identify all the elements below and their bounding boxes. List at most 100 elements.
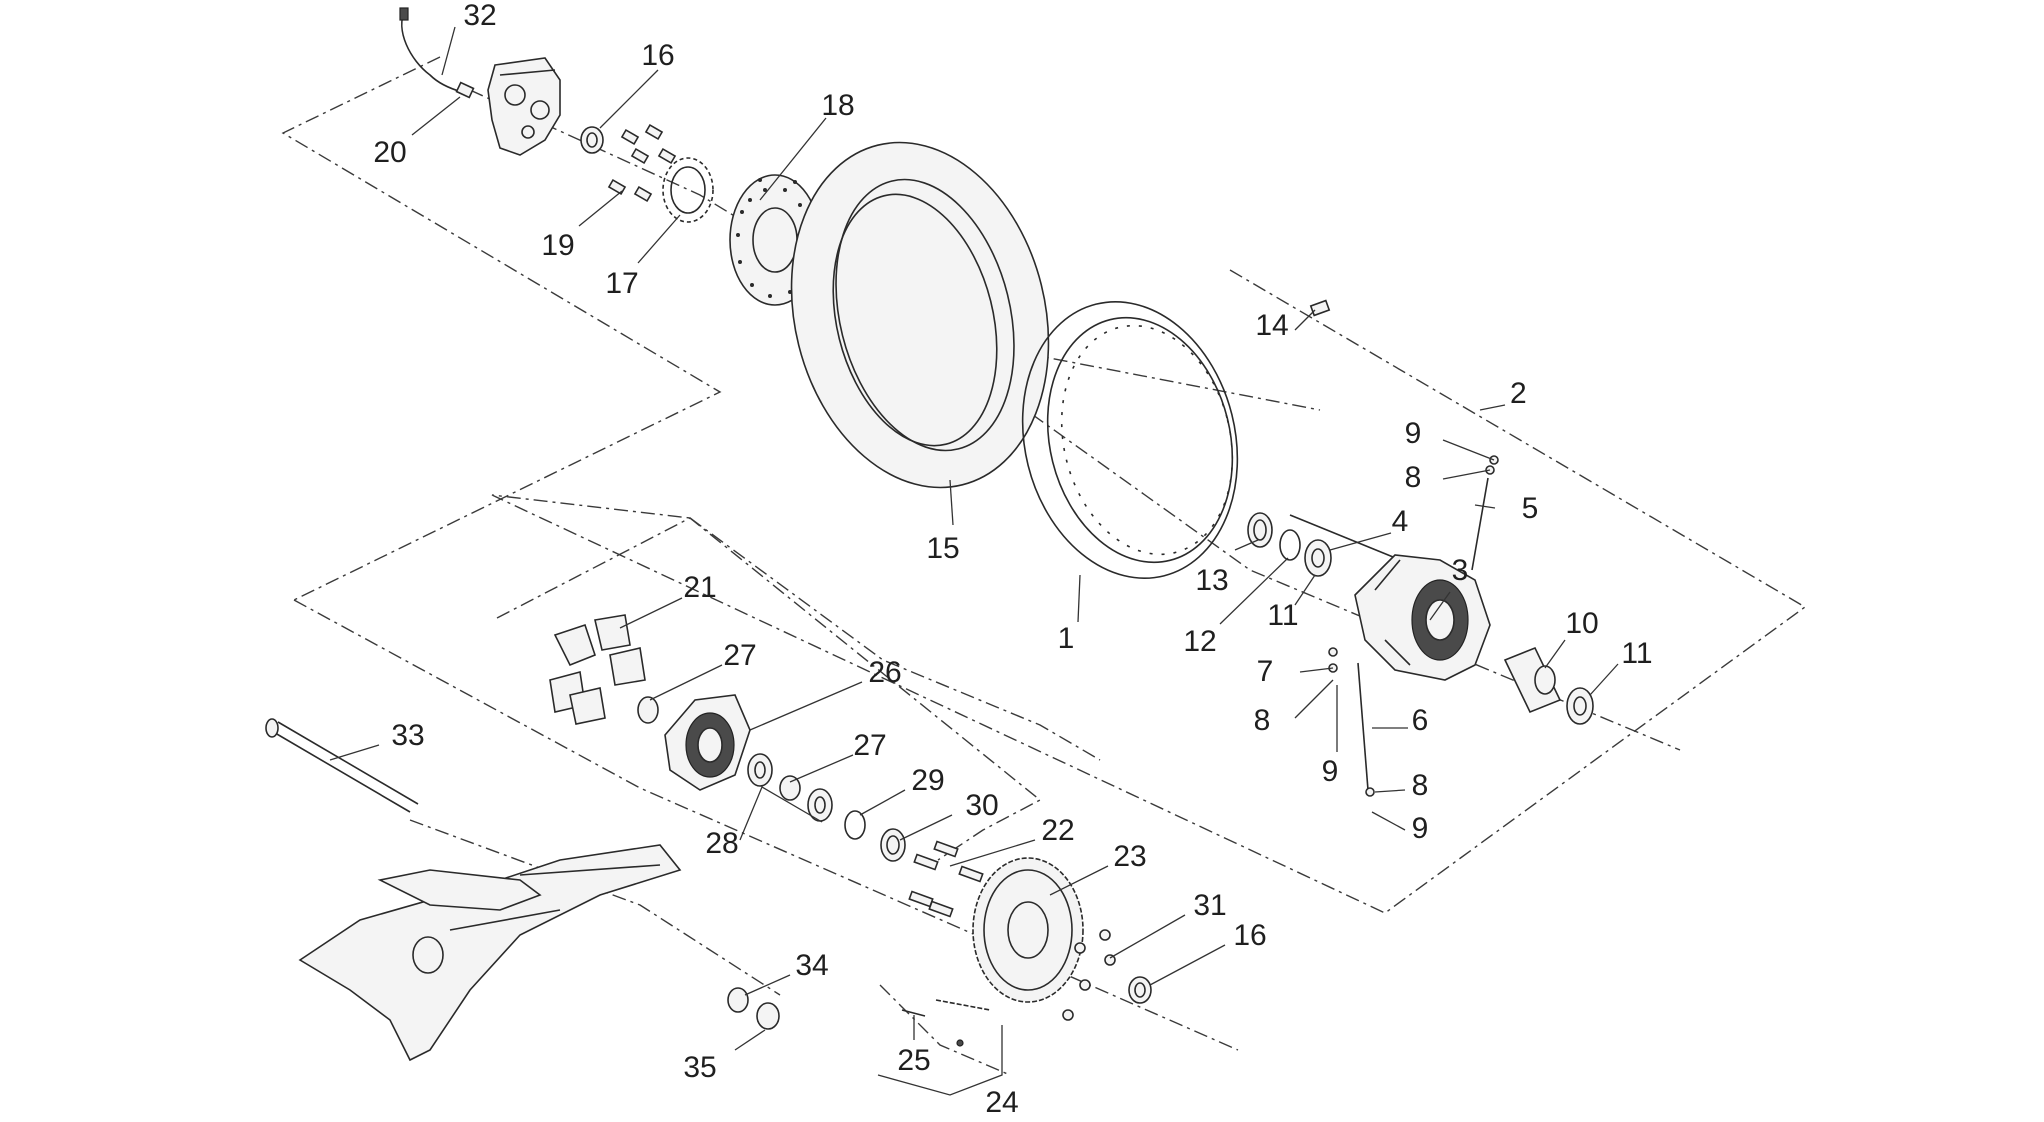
callout-16-lower: 16: [1233, 919, 1266, 952]
axle-nut: [756, 1002, 780, 1030]
hub-pins-lower: [1328, 647, 1375, 797]
rear-sprocket: [972, 857, 1084, 1003]
wheel-hub: [1354, 554, 1491, 681]
drive-chain: [935, 999, 991, 1011]
callout-35: 35: [683, 1051, 716, 1084]
tyre-valve: [1309, 299, 1331, 317]
leader-29: [859, 789, 906, 816]
callout-10: 10: [1565, 607, 1598, 640]
speed-sensor-cable: [399, 7, 475, 99]
circlip: [1279, 529, 1301, 561]
leader-10: [1544, 639, 1566, 669]
leader-23: [1049, 865, 1109, 896]
leader-20: [411, 96, 461, 136]
leader-8b: [1294, 679, 1334, 719]
leader-16a: [599, 69, 659, 129]
axle-spacer: [727, 987, 749, 1013]
carrier-spacer: [779, 775, 801, 801]
callout-7: 7: [1257, 655, 1274, 688]
leader-32: [441, 26, 456, 76]
leader-5: [1474, 504, 1496, 509]
callout-5: 5: [1522, 492, 1539, 525]
leader-8a: [1442, 469, 1491, 480]
callout-30: 30: [965, 789, 998, 822]
callout-16: 16: [641, 39, 674, 72]
hub-spacer-tube: [1503, 646, 1562, 714]
leader-17: [637, 214, 681, 264]
leader-22: [949, 839, 1036, 867]
spacer-top: [580, 126, 604, 154]
callout-24: 24: [985, 1086, 1018, 1119]
callout-2: 2: [1510, 377, 1527, 410]
hub-bearing-right: [1566, 687, 1594, 725]
callout-1: 1: [1058, 622, 1075, 655]
callout-20: 20: [373, 136, 406, 169]
leader-12: [1219, 557, 1289, 625]
callout-14: 14: [1255, 309, 1288, 342]
callout-17: 17: [605, 267, 638, 300]
leader-35: [734, 1029, 766, 1051]
cush-drive-boundary: [496, 517, 1042, 861]
callout-23: 23: [1113, 840, 1146, 873]
disc-bolts: [607, 123, 677, 203]
sprocket-nuts: [1062, 929, 1116, 1021]
callout-4: 4: [1392, 505, 1409, 538]
leader-21: [619, 597, 683, 629]
callout-31: 31: [1193, 889, 1226, 922]
callout-18: 18: [821, 89, 854, 122]
leader-19: [578, 190, 623, 227]
leader-26: [749, 681, 863, 731]
leader-16b: [1149, 944, 1226, 986]
carrier-seal: [880, 828, 906, 862]
callout-19: 19: [541, 229, 574, 262]
chain-line: [879, 984, 1011, 1076]
leader-4: [1329, 532, 1392, 551]
callout-25: 25: [897, 1044, 930, 1077]
leader-9a: [1442, 439, 1495, 461]
callout-12: 12: [1183, 625, 1216, 658]
hub-seal: [1247, 512, 1273, 548]
callout-28: 28: [705, 827, 738, 860]
sprocket-carrier-spacer: [637, 696, 659, 724]
callout-9-lower: 9: [1322, 755, 1339, 788]
wheel-assembly-boundary: [491, 269, 1807, 914]
brake-caliper: [487, 57, 561, 156]
leader-24: [877, 1025, 1003, 1096]
callout-33: 33: [391, 719, 424, 752]
callout-32: 32: [463, 0, 496, 32]
leader-3: [1429, 591, 1451, 621]
leader-30: [899, 814, 953, 841]
callout-8-bottom: 8: [1412, 769, 1429, 802]
tone-wheel: [662, 157, 714, 223]
leader-27a: [649, 664, 723, 701]
leader-14: [1294, 309, 1316, 331]
callout-27: 27: [723, 639, 756, 672]
callout-3: 3: [1452, 554, 1469, 587]
callout-22: 22: [1041, 814, 1074, 847]
leader-31: [1109, 914, 1186, 959]
cush-drive-rubbers: [549, 614, 646, 725]
carrier-bearing: [747, 753, 773, 787]
callout-8: 8: [1405, 461, 1422, 494]
callout-21: 21: [683, 571, 716, 604]
leader-15: [949, 479, 954, 526]
axle-line: [409, 819, 781, 996]
carrier-circlip: [844, 810, 866, 840]
callouts: 32 16 20 18 19 17 14 2 9 8 5 4 15 13 3 1…: [373, 0, 1652, 1119]
callout-26: 26: [868, 656, 901, 689]
leader-13: [1234, 539, 1259, 551]
leader-lines: [329, 26, 1619, 1096]
leader-8c: [1374, 789, 1406, 793]
callout-29: 29: [911, 764, 944, 797]
callout-8-lower: 8: [1254, 704, 1271, 737]
callout-11: 11: [1267, 599, 1298, 632]
pivot-shaft: [265, 718, 419, 813]
sprocket-carrier: [664, 694, 751, 791]
callout-6: 6: [1412, 704, 1429, 737]
chain-master-link: [901, 1009, 964, 1047]
hub-assembly-boundary: [689, 517, 1101, 761]
spacer-bottom: [1128, 976, 1152, 1004]
leader-18: [759, 117, 827, 201]
leader-2: [1479, 404, 1506, 411]
